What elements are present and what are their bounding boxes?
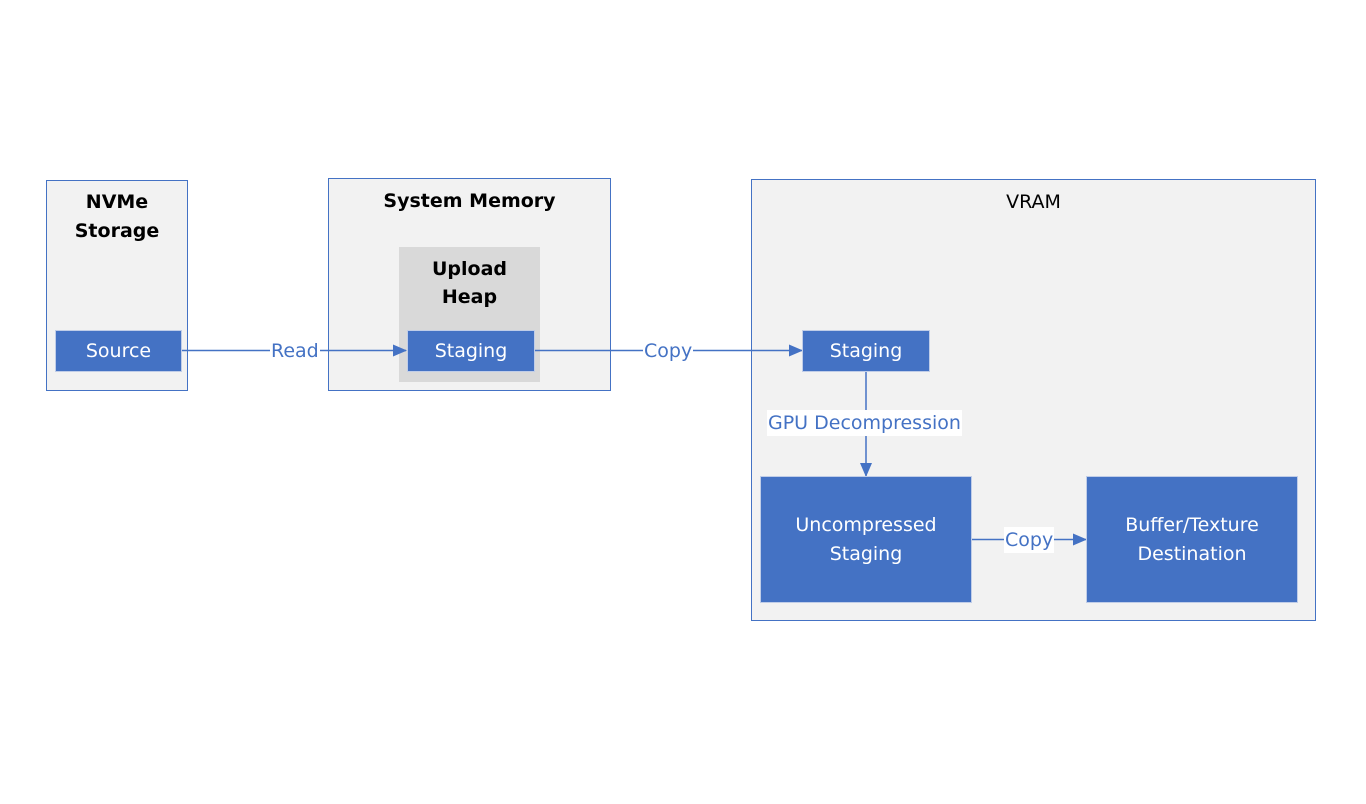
system-memory-staging-node: Staging: [407, 330, 535, 372]
gpu-decompression-label: GPU Decompression: [767, 410, 962, 436]
source-node: Source: [55, 330, 182, 372]
buffer-texture-destination-node: Buffer/Texture Destination: [1086, 476, 1298, 603]
vram-title: VRAM: [1006, 191, 1061, 213]
read-label: Read: [270, 338, 320, 364]
copy-to-destination-label: Copy: [1004, 527, 1055, 553]
upload-heap-title: Upload Heap: [431, 258, 508, 308]
nvme-storage-title: NVMe Storage: [74, 191, 160, 242]
vram-staging-node: Staging: [802, 330, 930, 372]
uncompressed-staging-node: Uncompressed Staging: [760, 476, 972, 603]
copy-to-vram-label: Copy: [643, 338, 694, 364]
system-memory-title: System Memory: [383, 190, 556, 212]
